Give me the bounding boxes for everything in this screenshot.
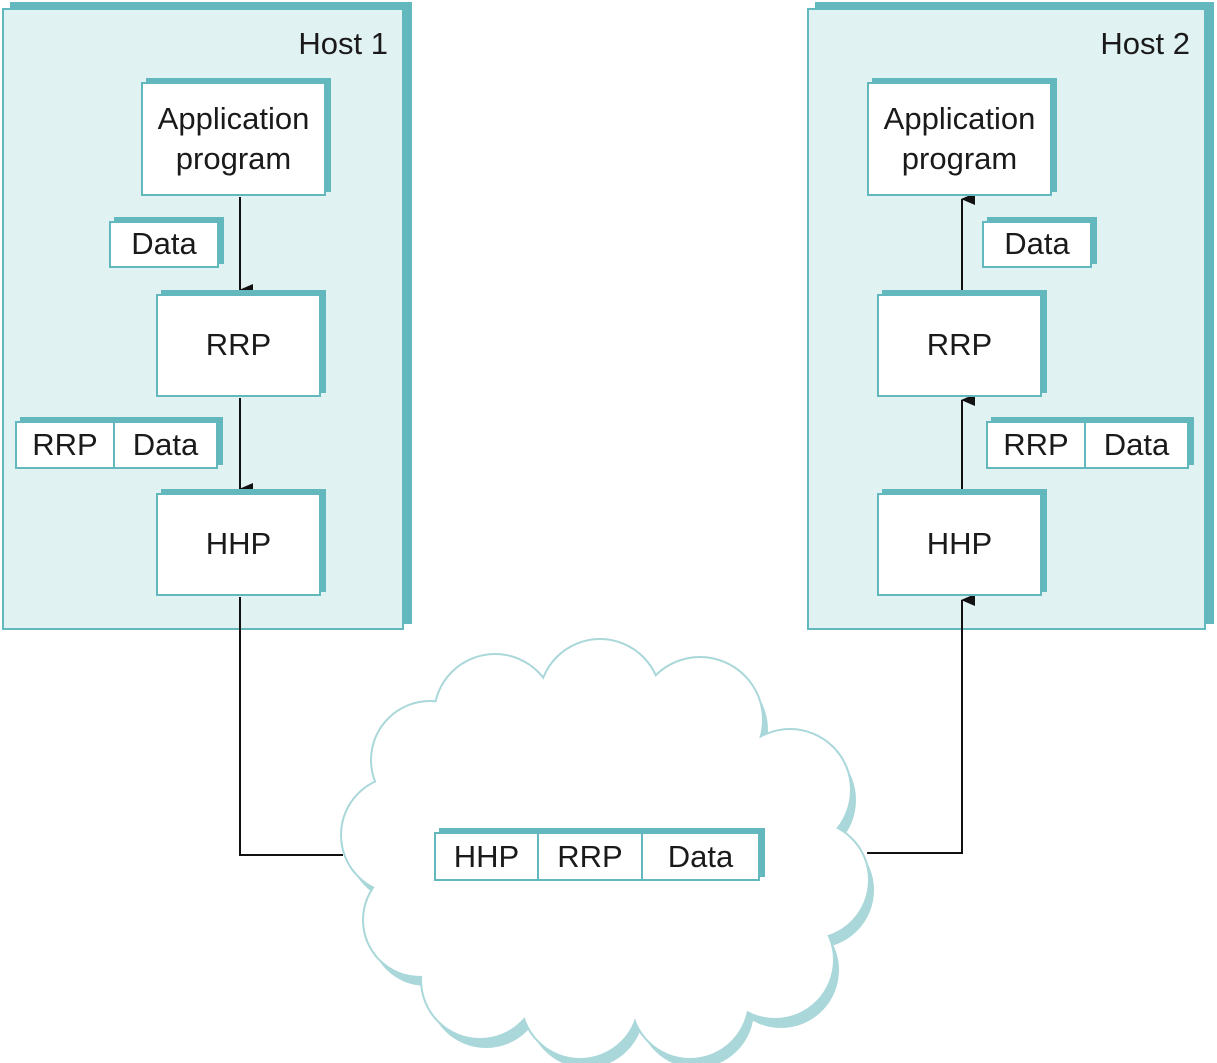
packet-data: Data <box>113 423 216 467</box>
host1-app-line1: Application <box>157 100 310 136</box>
packet-header-rrp: RRP <box>537 834 641 879</box>
host1-data-label: Data <box>109 221 219 268</box>
packet-data: Data <box>1084 423 1187 467</box>
packet-header-hhp: HHP <box>453 838 520 874</box>
host2-rrp-data-packet: RRP Data <box>986 421 1189 469</box>
host1-hhp-box: HHP <box>156 493 321 596</box>
wire-host1-to-network <box>239 597 343 856</box>
host1-rrp-data-packet: RRP Data <box>15 421 218 469</box>
host-1-label: Host 1 <box>298 26 388 61</box>
packet-data: Data <box>641 834 758 879</box>
host1-application-program: Application program <box>141 82 326 196</box>
host2-application-program: Application program <box>867 82 1052 196</box>
wire-network-to-host2 <box>867 594 975 854</box>
host2-rrp-box: RRP <box>877 294 1042 397</box>
packet-header-rrp: RRP <box>1003 427 1069 462</box>
packet-header-rrp: RRP <box>32 427 98 462</box>
host1-app-line2: program <box>175 141 292 176</box>
host2-data-label: Data <box>982 221 1092 268</box>
host2-app-line1: Application <box>883 100 1036 136</box>
host2-app-line2: program <box>901 141 1018 176</box>
network-hhp-rrp-data-packet: HHP RRP Data <box>434 832 760 881</box>
host2-hhp-box: HHP <box>877 493 1042 596</box>
host-2-label: Host 2 <box>1100 26 1190 61</box>
host1-rrp-box: RRP <box>156 294 321 397</box>
